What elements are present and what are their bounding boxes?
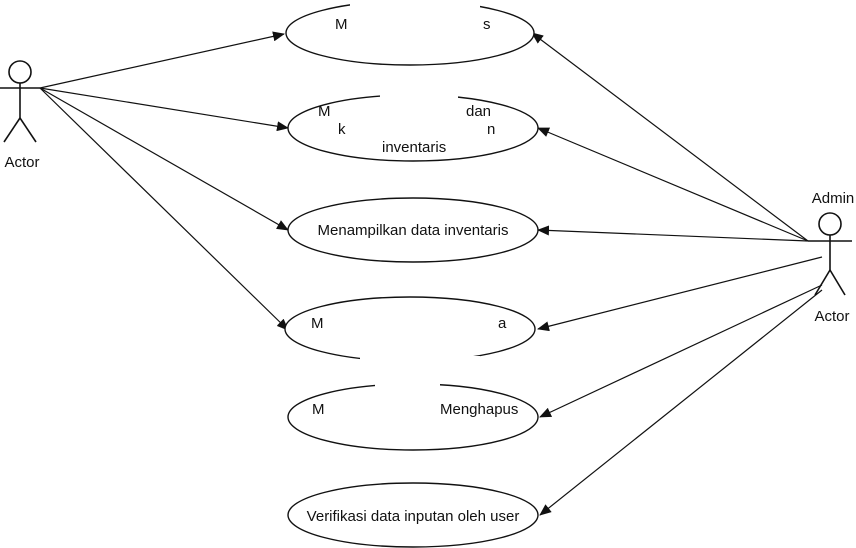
assoc-left-uc3 <box>39 87 289 231</box>
uc4-text-b: a <box>498 315 507 332</box>
right-actor-title: Admin <box>812 190 855 207</box>
assoc-left-uc1 <box>39 31 285 89</box>
assoc-admin-uc1 <box>531 32 809 242</box>
uc6-text: Verifikasi data inputan oleh user <box>307 508 520 525</box>
assoc-left-uc4 <box>39 87 289 331</box>
left-actor[interactable]: Actor <box>0 60 40 171</box>
use-case-6[interactable]: Verifikasi data inputan oleh user <box>287 482 539 548</box>
right-associations <box>531 32 823 516</box>
uc2-text-d: n <box>487 121 495 138</box>
assoc-left-uc2 <box>39 87 289 132</box>
uc5-text-b: Menghapus <box>440 401 518 418</box>
use-case-3[interactable]: Menampilkan data inventaris <box>287 197 539 263</box>
assoc-admin-uc2 <box>537 127 809 242</box>
uc2-text-b: dan <box>466 103 491 120</box>
use-case-5[interactable]: M Menghapus <box>287 378 539 451</box>
left-actor-label: Actor <box>4 154 39 171</box>
uc4-text-a: M <box>311 315 324 332</box>
right-actor-admin[interactable]: Admin Actor <box>808 190 854 325</box>
assoc-admin-uc4 <box>537 256 823 332</box>
assoc-admin-uc6 <box>539 289 823 516</box>
uc3-text: Menampilkan data inventaris <box>318 222 509 239</box>
use-case-1[interactable]: M s <box>285 0 535 66</box>
use-case-2[interactable]: M dan k n inventaris <box>287 92 539 162</box>
left-associations <box>39 31 289 331</box>
uc2-text-a: M <box>318 103 331 120</box>
right-actor-label: Actor <box>814 308 849 325</box>
uc2-text-e: inventaris <box>382 139 446 156</box>
uc5-text-a: M <box>312 401 325 418</box>
uc1-text-b: s <box>483 16 491 33</box>
uc1-text-a: M <box>335 16 348 33</box>
uc2-text-c: k <box>338 121 346 138</box>
use-case-4[interactable]: M a <box>284 296 536 368</box>
assoc-admin-uc5 <box>539 284 823 418</box>
assoc-admin-uc3 <box>537 225 809 242</box>
